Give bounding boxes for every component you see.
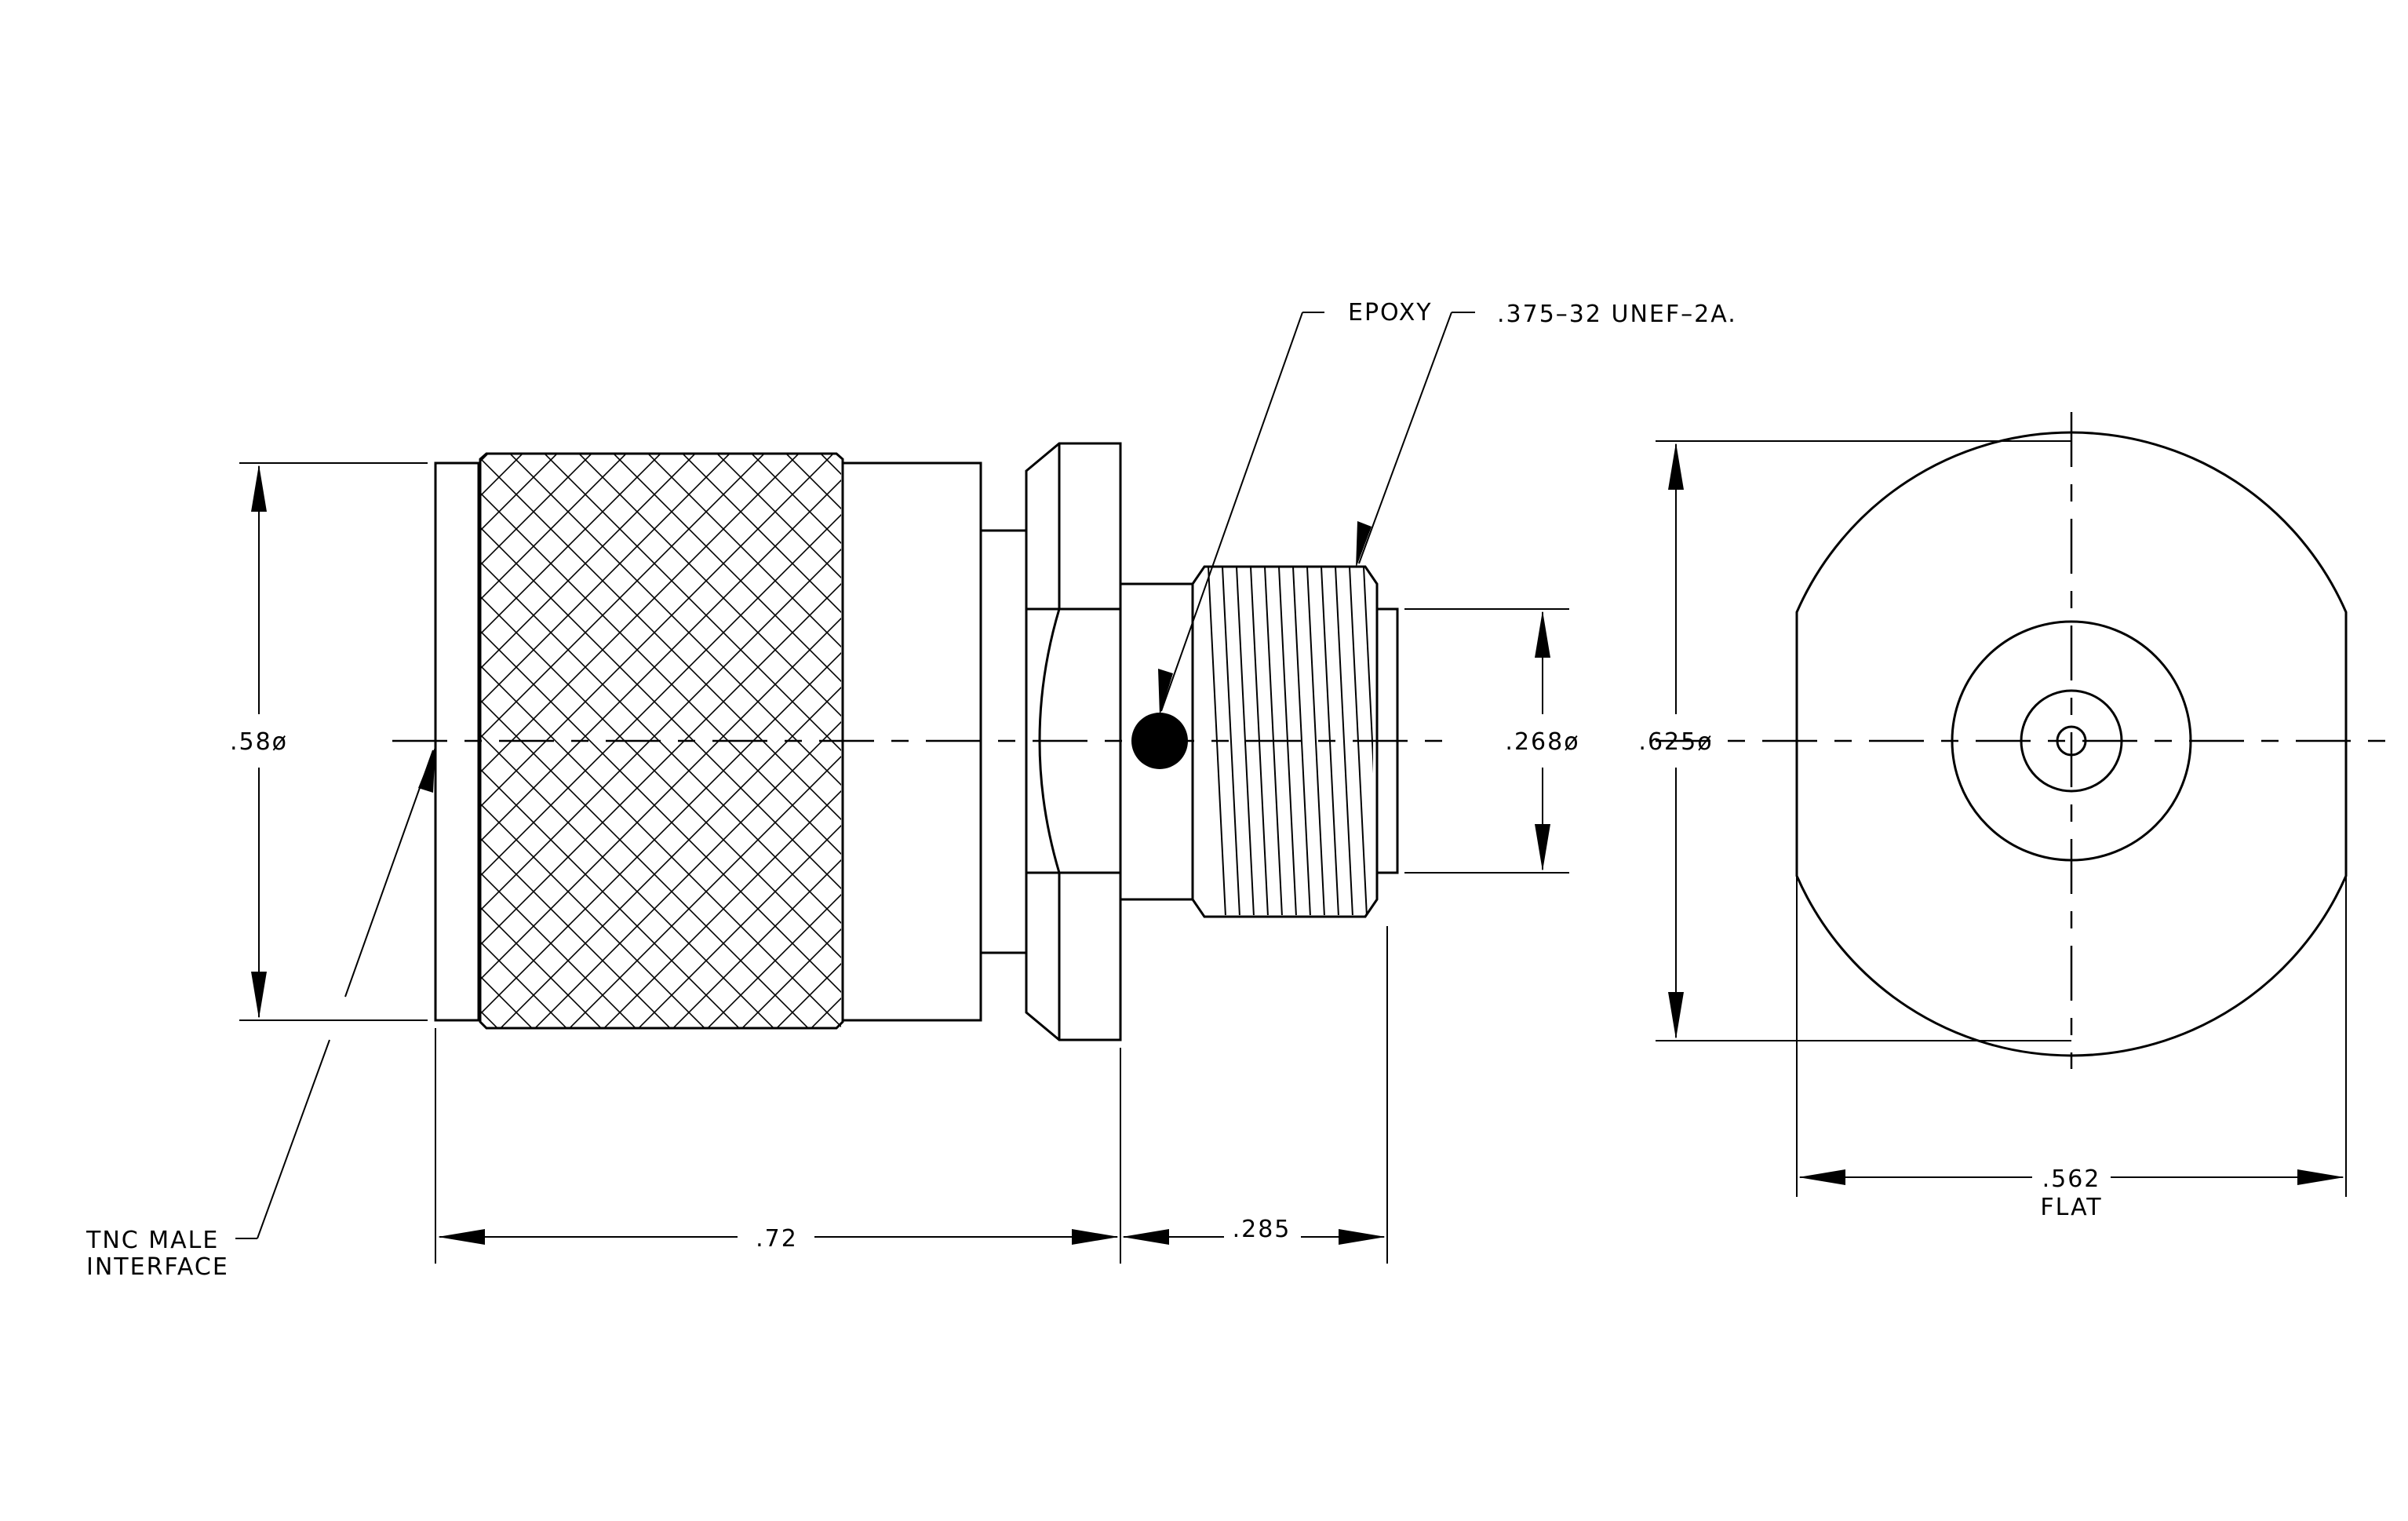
knurl-line <box>0 440 157 1067</box>
knurl-line <box>480 454 800 774</box>
knurl-line <box>0 440 433 1067</box>
knurl-line <box>499 686 841 1028</box>
knurl-line <box>480 454 662 636</box>
interface-label-line1: TNC MALE <box>86 1227 219 1254</box>
thread-line <box>1222 566 1240 915</box>
knurl-line <box>480 454 731 705</box>
knurl-line <box>480 454 835 808</box>
knurl-line <box>0 440 364 1067</box>
knurl-line <box>637 824 841 1028</box>
knurl-line <box>0 440 226 1067</box>
dimension-body-diameter: .58ø <box>230 462 428 1021</box>
knurl-line <box>0 440 399 1067</box>
knurl-line <box>480 479 841 843</box>
knurl-line <box>543 454 841 752</box>
knurl-line <box>0 440 191 1067</box>
knurl-line <box>741 928 841 1028</box>
thread-line <box>1335 566 1353 915</box>
knurl-line <box>0 440 399 1067</box>
knurl-line <box>672 859 841 1028</box>
knurl-line <box>706 893 841 1028</box>
thread-diameter-label: .268ø <box>1505 728 1579 756</box>
knurl-line <box>612 454 841 683</box>
knurl-line <box>480 802 706 1028</box>
knurl-line <box>480 454 697 670</box>
knurl-line <box>480 454 628 601</box>
knurl-line <box>480 651 841 1016</box>
knurl-line <box>480 617 841 981</box>
interface-callout: TNC MALE INTERFACE <box>86 746 435 1281</box>
thread-length-label: .285 <box>1233 1216 1291 1243</box>
knurl-line <box>681 454 841 614</box>
thread-spec-label: .375–32 UNEF–2A. <box>1497 301 1737 328</box>
knurl-line <box>810 997 841 1028</box>
knurl-line <box>0 440 260 1067</box>
knurl-line <box>480 906 603 1028</box>
thread-line <box>1292 566 1311 915</box>
knurl-line <box>647 454 841 648</box>
knurled-nut <box>0 440 1503 1067</box>
knurl-line <box>0 440 157 1067</box>
epoxy-callout: EPOXY <box>1158 299 1433 716</box>
knurl-line <box>480 940 568 1028</box>
dimension-body-length: .72 <box>435 1028 1121 1264</box>
dimension-flange-diameter: .625ø <box>1638 440 2071 1041</box>
knurl-line <box>876 440 1503 1067</box>
knurl-line <box>534 720 841 1028</box>
knurl-line <box>568 755 841 1028</box>
knurl-line <box>0 440 433 1067</box>
knurl-line <box>480 871 637 1028</box>
dimension-thread-diameter: .268ø <box>1404 608 1579 874</box>
knurl-line <box>480 768 741 1028</box>
side-view <box>0 440 1503 1067</box>
dimension-flat: .562 FLAT <box>1796 876 2347 1221</box>
interface-label-line2: INTERFACE <box>86 1253 229 1281</box>
knurl-line <box>785 454 841 510</box>
knurl-line <box>0 440 191 1067</box>
knurl-line <box>876 440 1503 1067</box>
body-length-label: .72 <box>756 1225 798 1253</box>
flat-word-label: FLAT <box>2040 1194 2102 1221</box>
end-view <box>1656 412 2385 1069</box>
flat-value-label: .562 <box>2042 1165 2101 1193</box>
body-diameter-label: .58ø <box>230 728 288 756</box>
thread-callout: .375–32 UNEF–2A. <box>1356 301 1737 568</box>
knurl-line <box>480 454 766 739</box>
knurl-pattern <box>0 440 1503 1067</box>
knurl-line <box>480 837 672 1028</box>
thread-line <box>1306 566 1325 915</box>
epoxy-label: EPOXY <box>1348 299 1433 326</box>
knurl-line <box>603 790 841 1028</box>
knurl-line <box>0 440 226 1067</box>
knurl-line <box>480 548 841 912</box>
flange-diameter-label: .625ø <box>1638 728 1713 756</box>
knurl-line <box>716 454 841 579</box>
knurl-line <box>0 440 364 1067</box>
knurl-line <box>480 454 593 567</box>
knurl-line <box>480 513 841 877</box>
knurl-line <box>577 454 841 717</box>
dimension-thread-length: .285 <box>1122 926 1388 1264</box>
knurl-line <box>0 440 260 1067</box>
knurl-line <box>480 582 841 947</box>
thread-line <box>1236 566 1255 915</box>
